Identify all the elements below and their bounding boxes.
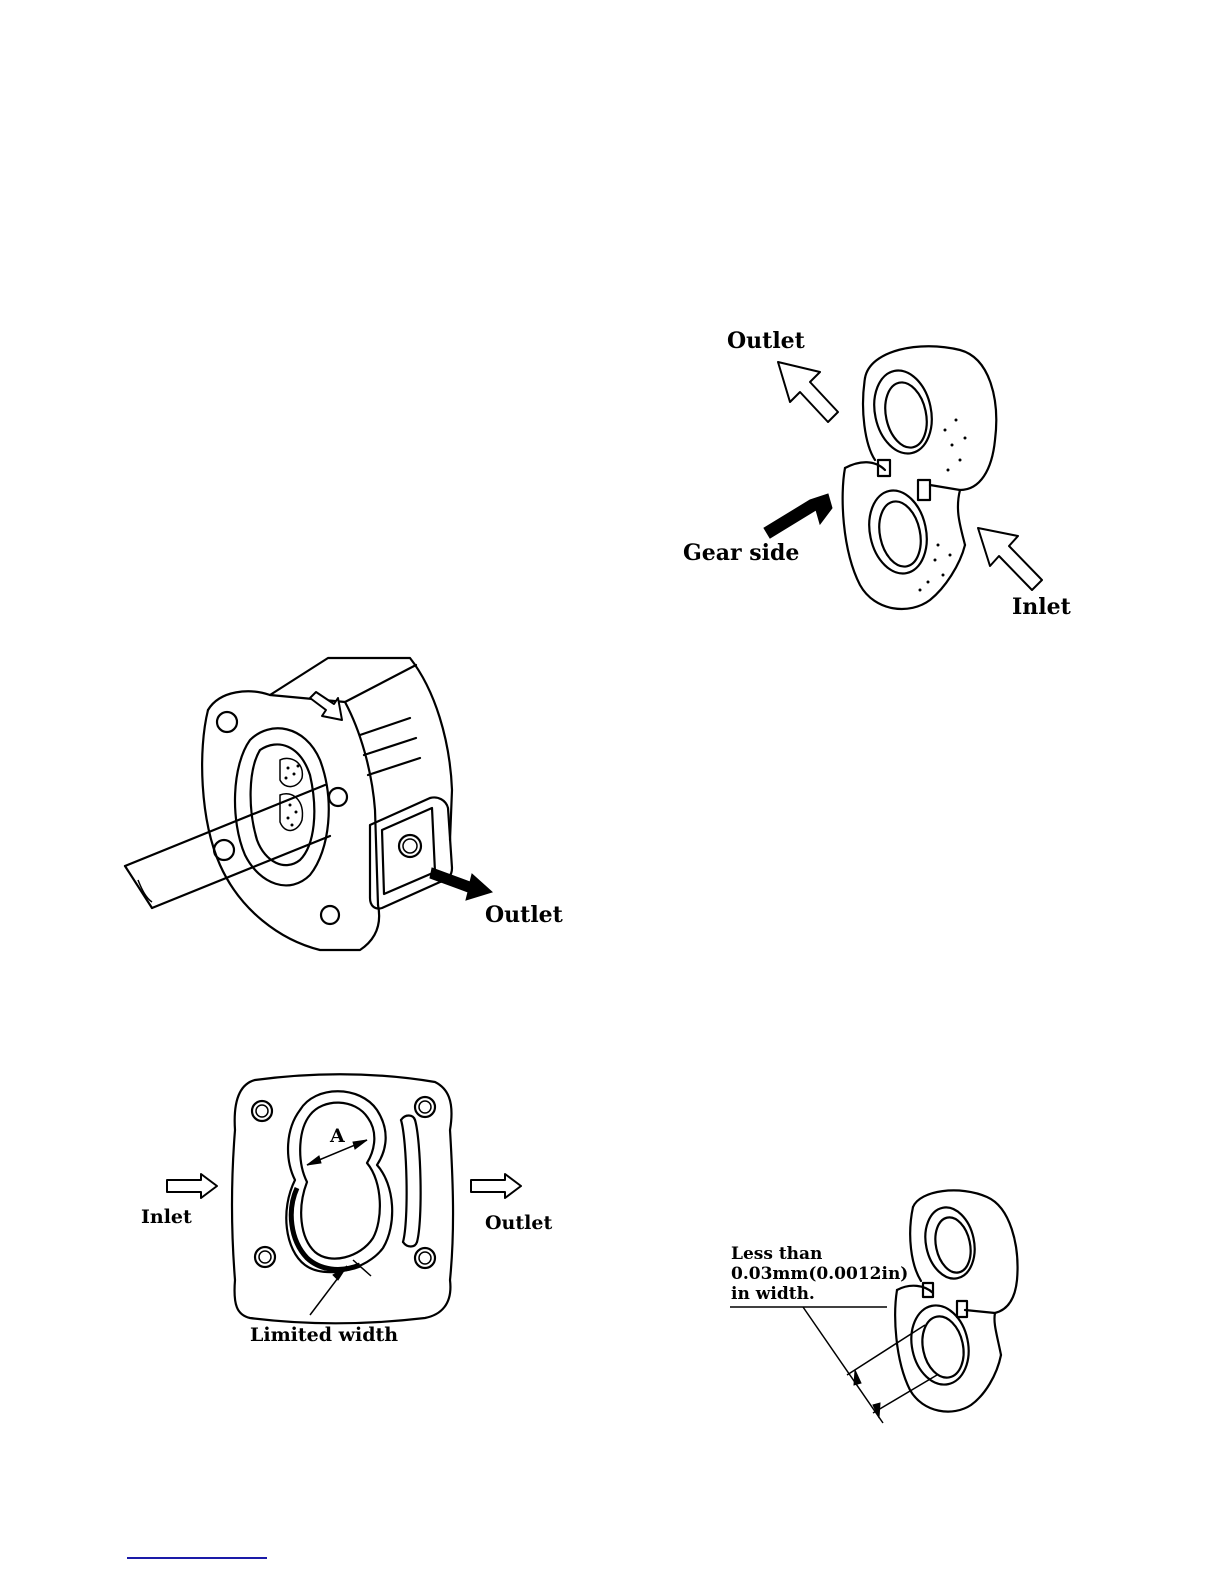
side-plate-flow-drawing xyxy=(660,320,1100,640)
limited-width-label: Limited width xyxy=(250,1324,398,1346)
wear-note-line3: in width. xyxy=(731,1285,815,1304)
gear-side-arrow-icon xyxy=(764,494,832,538)
outlet-arrow-icon xyxy=(430,868,492,900)
gear-side-label: Gear side xyxy=(683,540,799,566)
dimension-a-label: A xyxy=(330,1125,345,1147)
figure-plate-wear: Less than 0.03mm(0.0012in) in width. xyxy=(725,1185,1035,1435)
outlet-label: Outlet xyxy=(727,328,805,354)
footer-rule xyxy=(127,1557,267,1559)
inlet-label: Inlet xyxy=(1012,594,1071,620)
figure-side-plate-flow: Outlet Gear side Inlet xyxy=(660,320,1100,640)
outlet-label: Outlet xyxy=(485,902,563,928)
outlet-arrow-icon xyxy=(778,362,838,422)
inlet-arrow-icon xyxy=(167,1174,217,1198)
rotation-arrow-icon xyxy=(310,692,342,720)
outlet-label: Outlet xyxy=(485,1212,552,1234)
figure-housing-face: A Inlet Outlet Limited width xyxy=(135,1070,565,1360)
inlet-arrow-icon xyxy=(978,528,1042,590)
wear-note-line2: 0.03mm(0.0012in) xyxy=(731,1265,908,1284)
wear-note-line1: Less than xyxy=(731,1245,822,1264)
plate-wear-drawing xyxy=(725,1185,1035,1435)
figure-pump-housing: Outlet xyxy=(120,650,580,960)
inlet-label: Inlet xyxy=(141,1206,192,1228)
outlet-arrow-icon xyxy=(471,1174,521,1198)
